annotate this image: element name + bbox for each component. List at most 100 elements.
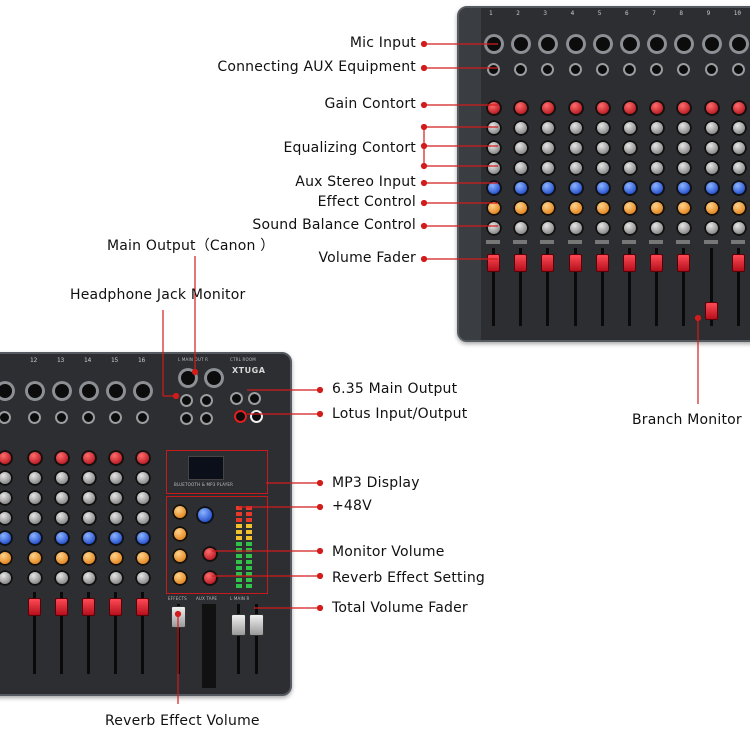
- channel-button: [513, 240, 528, 244]
- channel-number: 6: [625, 10, 629, 17]
- channel-knob: [513, 100, 530, 116]
- channel-knob: [135, 550, 151, 566]
- channel-knob: [567, 140, 584, 156]
- fader-slot: [628, 248, 631, 326]
- meter-led: [236, 512, 242, 516]
- channel-knob: [513, 220, 530, 236]
- meter-led: [236, 578, 242, 582]
- rca-in-l: [234, 410, 247, 423]
- channel-knob: [27, 510, 43, 526]
- main-out-xlr-left: [178, 368, 198, 388]
- channel-knob: [567, 100, 584, 116]
- meter-led: [246, 506, 252, 510]
- channel-number: 9: [706, 10, 711, 17]
- aux-tape-label: AUX TAPE: [196, 596, 218, 601]
- fader-slot: [709, 248, 713, 326]
- fader-cap: [623, 254, 636, 272]
- line-jack: [136, 411, 149, 424]
- fader-slot: [87, 592, 90, 674]
- channel-knob: [649, 180, 666, 196]
- channel-knob: [676, 100, 693, 116]
- xlr-jack: [592, 34, 613, 54]
- line-jack: [0, 411, 11, 424]
- channel-knob: [54, 470, 70, 486]
- line-jack: [677, 63, 691, 76]
- channel-knob: [676, 120, 693, 136]
- channel-knob: [54, 530, 70, 546]
- fader-cap: [677, 254, 691, 272]
- channel-knob: [54, 450, 70, 466]
- channel-knob: [730, 120, 747, 136]
- channel-button: [622, 240, 636, 244]
- fader-slot: [519, 248, 523, 326]
- channel-knob: [54, 490, 70, 506]
- callout-equalizing: Equalizing Contort: [283, 140, 416, 156]
- fader-cap: [514, 254, 528, 272]
- meter-led: [236, 566, 242, 570]
- ctrl-room-out-l: [230, 392, 243, 405]
- xlr-jack: [728, 34, 749, 54]
- fader-cap: [731, 254, 745, 272]
- channel-knob: [27, 550, 43, 566]
- bt-mp3-box: [166, 450, 268, 494]
- channel-knob: [54, 510, 70, 526]
- callout-effect-control: Effect Control: [317, 194, 416, 210]
- meter-led: [236, 524, 242, 528]
- channel-number: 12: [30, 357, 38, 364]
- callout-sound-balance: Sound Balance Control: [252, 217, 416, 233]
- channel-knob: [513, 180, 530, 196]
- main-out-jack-right: [200, 394, 213, 407]
- channel-knob: [540, 200, 557, 216]
- channel-button: [567, 240, 582, 244]
- channel-knob: [0, 510, 13, 526]
- channel-knob: [81, 570, 97, 586]
- callout-aux-equipment: Connecting AUX Equipment: [217, 59, 416, 75]
- channel-number: 7: [652, 10, 656, 17]
- effect-program-knob: [196, 506, 214, 524]
- channel-knob: [594, 160, 611, 176]
- channel-knob: [81, 530, 97, 546]
- callout-volume-fader: Volume Fader: [318, 250, 416, 266]
- fader-slot: [600, 248, 604, 326]
- channel-knob: [649, 140, 666, 156]
- meter-led: [246, 530, 252, 534]
- line-jack: [28, 411, 41, 424]
- channel-knob: [594, 100, 611, 116]
- xlr-jack: [620, 34, 640, 54]
- channel-button: [594, 240, 609, 244]
- xlr-jack: [565, 34, 586, 54]
- channel-knob: [540, 160, 557, 176]
- channel-number: 15: [111, 357, 119, 364]
- brand-logo: XTUGA: [232, 366, 266, 375]
- channel-knob: [622, 160, 638, 176]
- channel-number: 2: [516, 10, 520, 17]
- fader-cap: [28, 598, 41, 616]
- channel-knob: [703, 120, 720, 136]
- channel-knob: [730, 140, 747, 156]
- channel-knob: [0, 570, 13, 586]
- meter-led: [246, 512, 252, 516]
- fader-slot: [141, 592, 144, 674]
- fader-cap: [109, 598, 122, 616]
- channel-knob: [649, 120, 666, 136]
- xlr-jack: [0, 381, 15, 401]
- channel-button: [730, 240, 745, 244]
- meter-led: [236, 554, 242, 558]
- meter-led: [246, 524, 252, 528]
- channel-knob: [540, 100, 557, 116]
- channel-knob: [649, 160, 666, 176]
- meter-led: [236, 536, 242, 540]
- meter-led: [246, 566, 252, 570]
- channel-knob: [703, 160, 720, 176]
- meter-led: [246, 584, 252, 588]
- channel-knob: [703, 220, 720, 236]
- channel-knob: [594, 220, 611, 236]
- xlr-jack: [133, 381, 153, 401]
- line-jack: [514, 63, 528, 76]
- channel-knob: [567, 120, 584, 136]
- main-label: L MAIN R: [230, 596, 250, 601]
- channel-knob: [0, 490, 13, 506]
- channel-knob: [27, 570, 43, 586]
